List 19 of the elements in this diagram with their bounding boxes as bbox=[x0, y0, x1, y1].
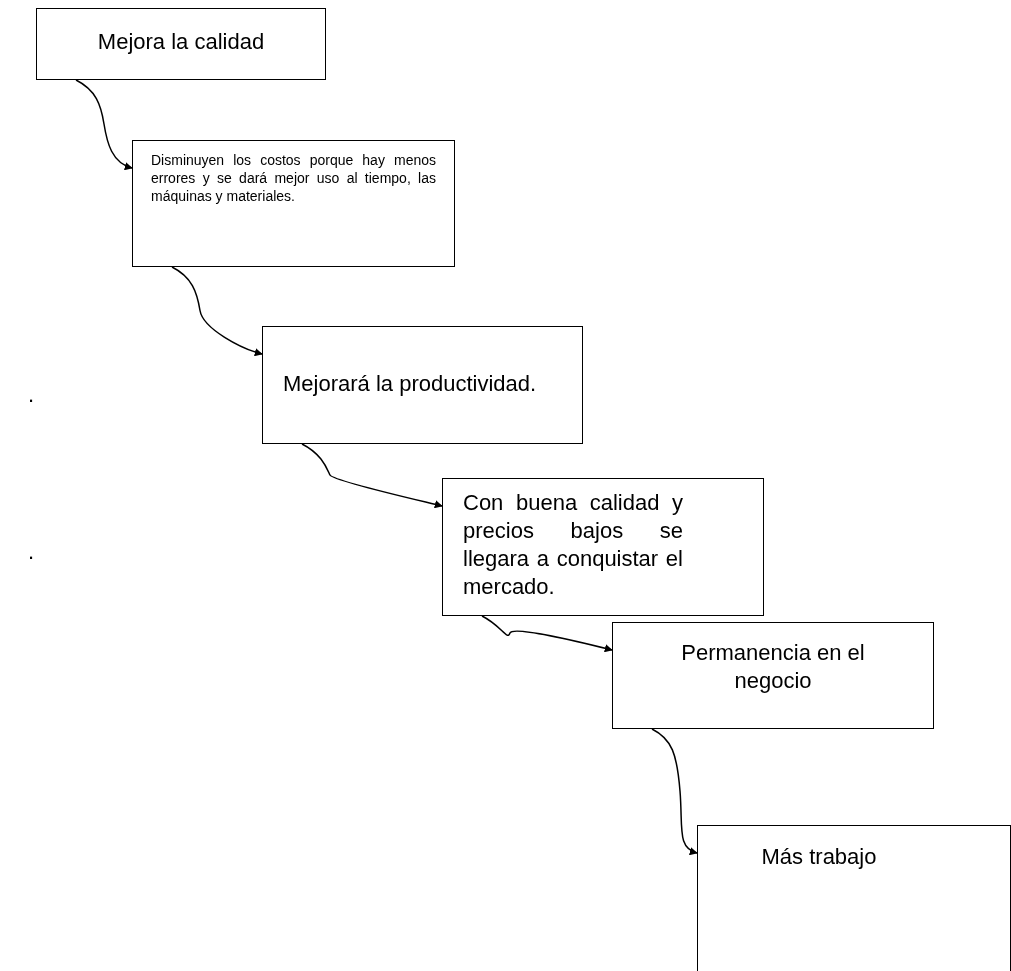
text-box bbox=[697, 825, 1011, 971]
text-box bbox=[36, 8, 326, 80]
text-box bbox=[612, 622, 934, 729]
text-box bbox=[262, 326, 583, 444]
dot-mark: . bbox=[28, 384, 35, 406]
curved-arrow bbox=[481, 615, 613, 653]
text-box bbox=[132, 140, 455, 267]
box-text: Con buena calidad y precios bajos se llegara a conquistar el mercado. bbox=[463, 489, 683, 601]
curved-arrow bbox=[301, 443, 443, 509]
box-text: Disminuyen los costos porque hay menos errores y se dará mejor uso al tiempo, las máquinas y materiales. bbox=[151, 151, 436, 205]
curved-arrow bbox=[171, 266, 263, 356]
text-box bbox=[442, 478, 764, 616]
box-text: Más trabajo bbox=[760, 843, 878, 871]
box-text: Mejora la calidad bbox=[96, 28, 266, 56]
curved-arrow bbox=[651, 728, 698, 855]
box-text: Permanencia en el negocio bbox=[680, 639, 866, 695]
box-text: Mejorará la productividad. bbox=[283, 371, 538, 397]
dot-mark: . bbox=[28, 541, 35, 563]
curved-arrow bbox=[75, 79, 133, 170]
